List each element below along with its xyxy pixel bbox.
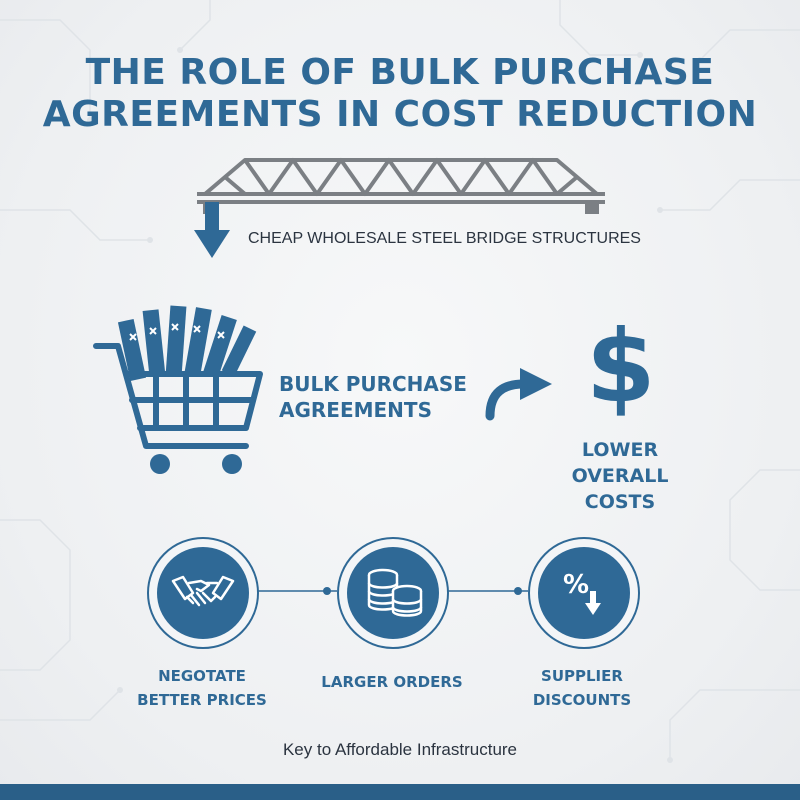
step-3-line-1: SUPPLIER	[541, 667, 623, 685]
step-circle-larger-orders	[337, 537, 449, 649]
lower-label-line-2: OVERALL COSTS	[571, 465, 669, 513]
percent-glyph: %	[563, 570, 589, 600]
percent-down-icon: %	[563, 570, 601, 615]
page-title: THE ROLE OF BULK PURCHASE AGREEMENTS IN …	[0, 52, 800, 136]
bulk-purchase-label: BULK PURCHASE AGREEMENTS	[279, 371, 467, 423]
bottom-accent-bar	[0, 784, 800, 800]
steps-connector-line	[257, 587, 528, 595]
steel-bridge-icon	[197, 158, 605, 214]
footer-tagline: Key to Affordable Infrastructure	[282, 740, 518, 759]
dollar-icon: $	[586, 308, 656, 425]
bulk-label-line-1: BULK PURCHASE	[279, 372, 467, 396]
title-line-2: AGREEMENTS IN COST REDUCTION	[42, 94, 758, 135]
step-2-line-1: LARGER ORDERS	[321, 673, 463, 691]
bridge-caption: CHEAP WHOLESALE STEEL BRIDGE STRUCTURES	[248, 230, 641, 247]
lower-label-line-1: LOWER	[581, 439, 659, 461]
step-3-line-2: DISCOUNTS	[532, 691, 632, 709]
curved-arrow-icon	[485, 368, 552, 421]
bulk-label-line-2: AGREEMENTS	[279, 398, 432, 422]
step-1-line-2: BETTER PRICES	[137, 691, 267, 709]
handshake-icon	[171, 575, 235, 607]
step-label-supplier-discounts: SUPPLIER DISCOUNTS	[492, 664, 672, 712]
shopping-cart-with-steel-beams-icon	[93, 305, 263, 474]
down-arrow-icon	[194, 202, 230, 258]
step-circle-negotiate	[147, 537, 259, 649]
step-label-negotiate: NEGOTATE BETTER PRICES	[112, 664, 292, 712]
step-1-line-1: NEGOTATE	[158, 667, 246, 685]
lower-costs-label: LOWER OVERALL COSTS	[540, 437, 700, 515]
coins-icon	[367, 568, 423, 617]
step-label-larger-orders: LARGER ORDERS	[302, 670, 482, 694]
title-line-1: THE ROLE OF BULK PURCHASE	[85, 52, 715, 93]
step-circle-supplier-discounts: %	[528, 537, 640, 649]
